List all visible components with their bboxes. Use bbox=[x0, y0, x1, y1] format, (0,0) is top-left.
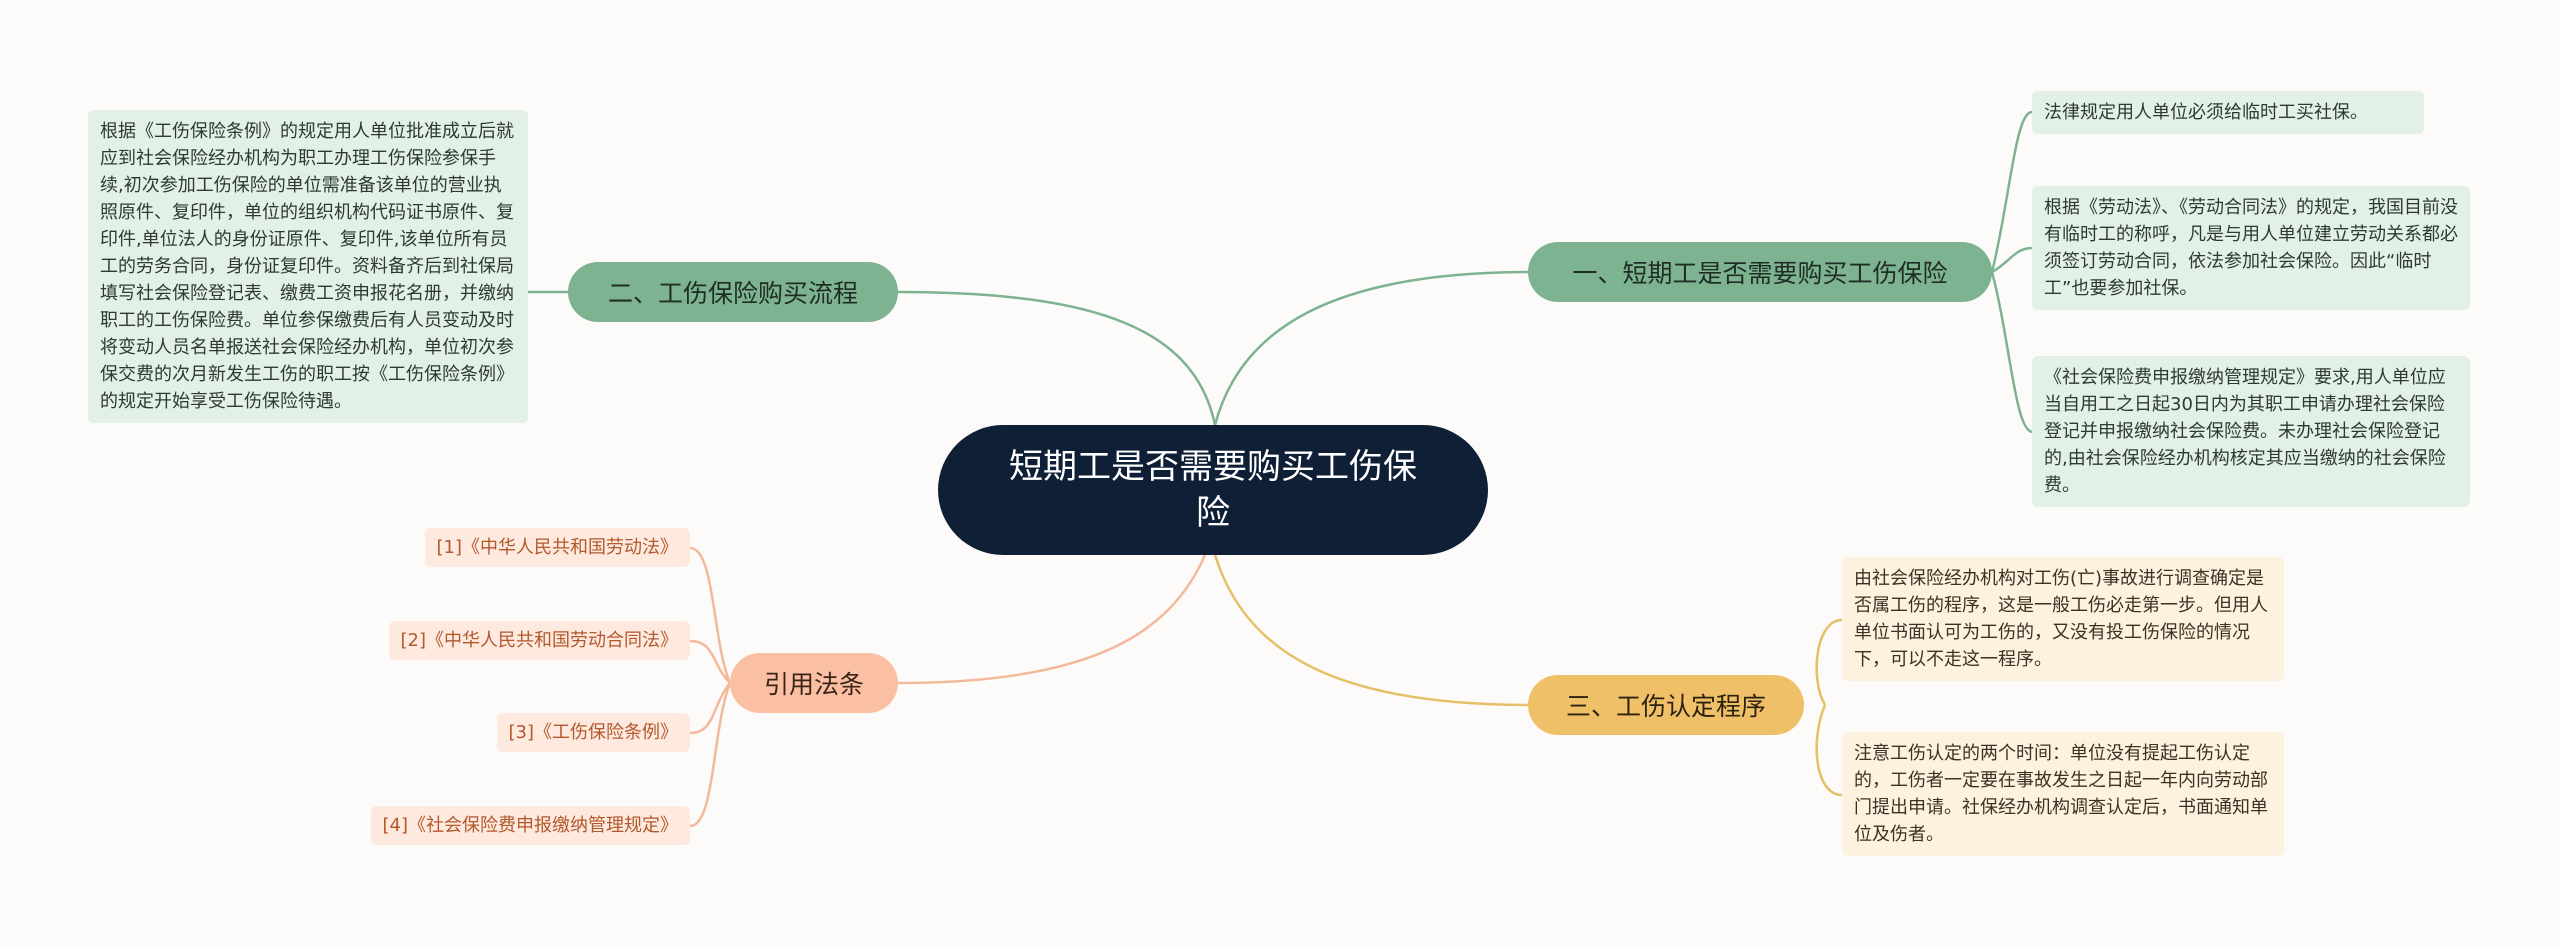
leaf-text: 法律规定用人单位必须给临时工买社保。 bbox=[2044, 102, 2368, 123]
ref-item-2[interactable]: [2]《中华人民共和国劳动合同法》 bbox=[388, 621, 690, 660]
leaf-text: 由社会保险经办机构对工伤(亡)事故进行调查确定是否属工伤的程序，这是一般工伤必走… bbox=[1854, 568, 2268, 670]
link-b1-leaf3 bbox=[1990, 271, 2033, 434]
link-root-b3 bbox=[1213, 554, 1531, 707]
link-b4-ref3 bbox=[689, 682, 731, 735]
branch-1-leaf-3[interactable]: 《社会保险费申报缴纳管理规定》要求,用人单位应当自用工之日起30日内为其职工申请… bbox=[2032, 356, 2470, 507]
ref-text: [1]《中华人民共和国劳动法》 bbox=[436, 537, 679, 558]
link-b3-leaf2 bbox=[1815, 704, 1843, 797]
branch-2-label: 二、工伤保险购买流程 bbox=[607, 279, 858, 308]
ref-item-4[interactable]: [4]《社会保险费申报缴纳管理规定》 bbox=[370, 806, 690, 845]
link-b4-ref4 bbox=[689, 682, 732, 828]
central-topic-label: 短期工是否需要购买工伤保险 bbox=[1009, 447, 1417, 533]
link-b3-leaf1 bbox=[1815, 618, 1843, 706]
link-root-b1 bbox=[1213, 270, 1531, 426]
link-b1-leaf2 bbox=[1991, 246, 2033, 274]
central-topic[interactable]: 短期工是否需要购买工伤保险 bbox=[938, 425, 1488, 555]
branch-4-label: 引用法条 bbox=[763, 670, 864, 699]
ref-item-1[interactable]: [1]《中华人民共和国劳动法》 bbox=[424, 528, 690, 567]
ref-item-3[interactable]: [3]《工伤保险条例》 bbox=[496, 713, 690, 752]
branch-3-label: 三、工伤认定程序 bbox=[1565, 692, 1766, 721]
link-root-b4 bbox=[897, 554, 1207, 685]
leaf-text: 根据《工伤保险条例》的规定用人单位批准成立后就应到社会保险经办机构为职工办理工伤… bbox=[100, 121, 514, 412]
leaf-text: 注意工伤认定的两个时间：单位没有提起工伤认定的，工伤者一定要在事故发生之日起一年… bbox=[1854, 743, 2268, 845]
ref-text: [3]《工伤保险条例》 bbox=[508, 722, 679, 743]
link-b4-ref2 bbox=[689, 639, 731, 684]
leaf-text: 《社会保险费申报缴纳管理规定》要求,用人单位应当自用工之日起30日内为其职工申请… bbox=[2044, 367, 2446, 496]
branch-1-leaf-2[interactable]: 根据《劳动法》、《劳动合同法》的规定，我国目前没有临时工的称呼，凡是与用人单位建… bbox=[2032, 186, 2470, 310]
branch-4[interactable]: 引用法条 bbox=[730, 653, 898, 713]
branch-3-leaf-2[interactable]: 注意工伤认定的两个时间：单位没有提起工伤认定的，工伤者一定要在事故发生之日起一年… bbox=[1842, 732, 2284, 856]
branch-1-label: 一、短期工是否需要购买工伤保险 bbox=[1572, 259, 1948, 288]
ref-text: [2]《中华人民共和国劳动合同法》 bbox=[400, 630, 679, 651]
ref-text: [4]《社会保险费申报缴纳管理规定》 bbox=[382, 815, 679, 836]
link-b1-leaf1 bbox=[1990, 110, 2033, 273]
link-root-b2 bbox=[897, 290, 1217, 426]
branch-1-leaf-1[interactable]: 法律规定用人单位必须给临时工买社保。 bbox=[2032, 91, 2424, 134]
branch-2[interactable]: 二、工伤保险购买流程 bbox=[568, 262, 898, 322]
branch-3-leaf-1[interactable]: 由社会保险经办机构对工伤(亡)事故进行调查确定是否属工伤的程序，这是一般工伤必走… bbox=[1842, 557, 2284, 681]
branch-3[interactable]: 三、工伤认定程序 bbox=[1528, 675, 1804, 735]
branch-2-leaf-1[interactable]: 根据《工伤保险条例》的规定用人单位批准成立后就应到社会保险经办机构为职工办理工伤… bbox=[88, 110, 528, 423]
branch-1[interactable]: 一、短期工是否需要购买工伤保险 bbox=[1528, 242, 1992, 302]
link-b4-ref1 bbox=[689, 546, 732, 684]
leaf-text: 根据《劳动法》、《劳动合同法》的规定，我国目前没有临时工的称呼，凡是与用人单位建… bbox=[2044, 197, 2458, 299]
